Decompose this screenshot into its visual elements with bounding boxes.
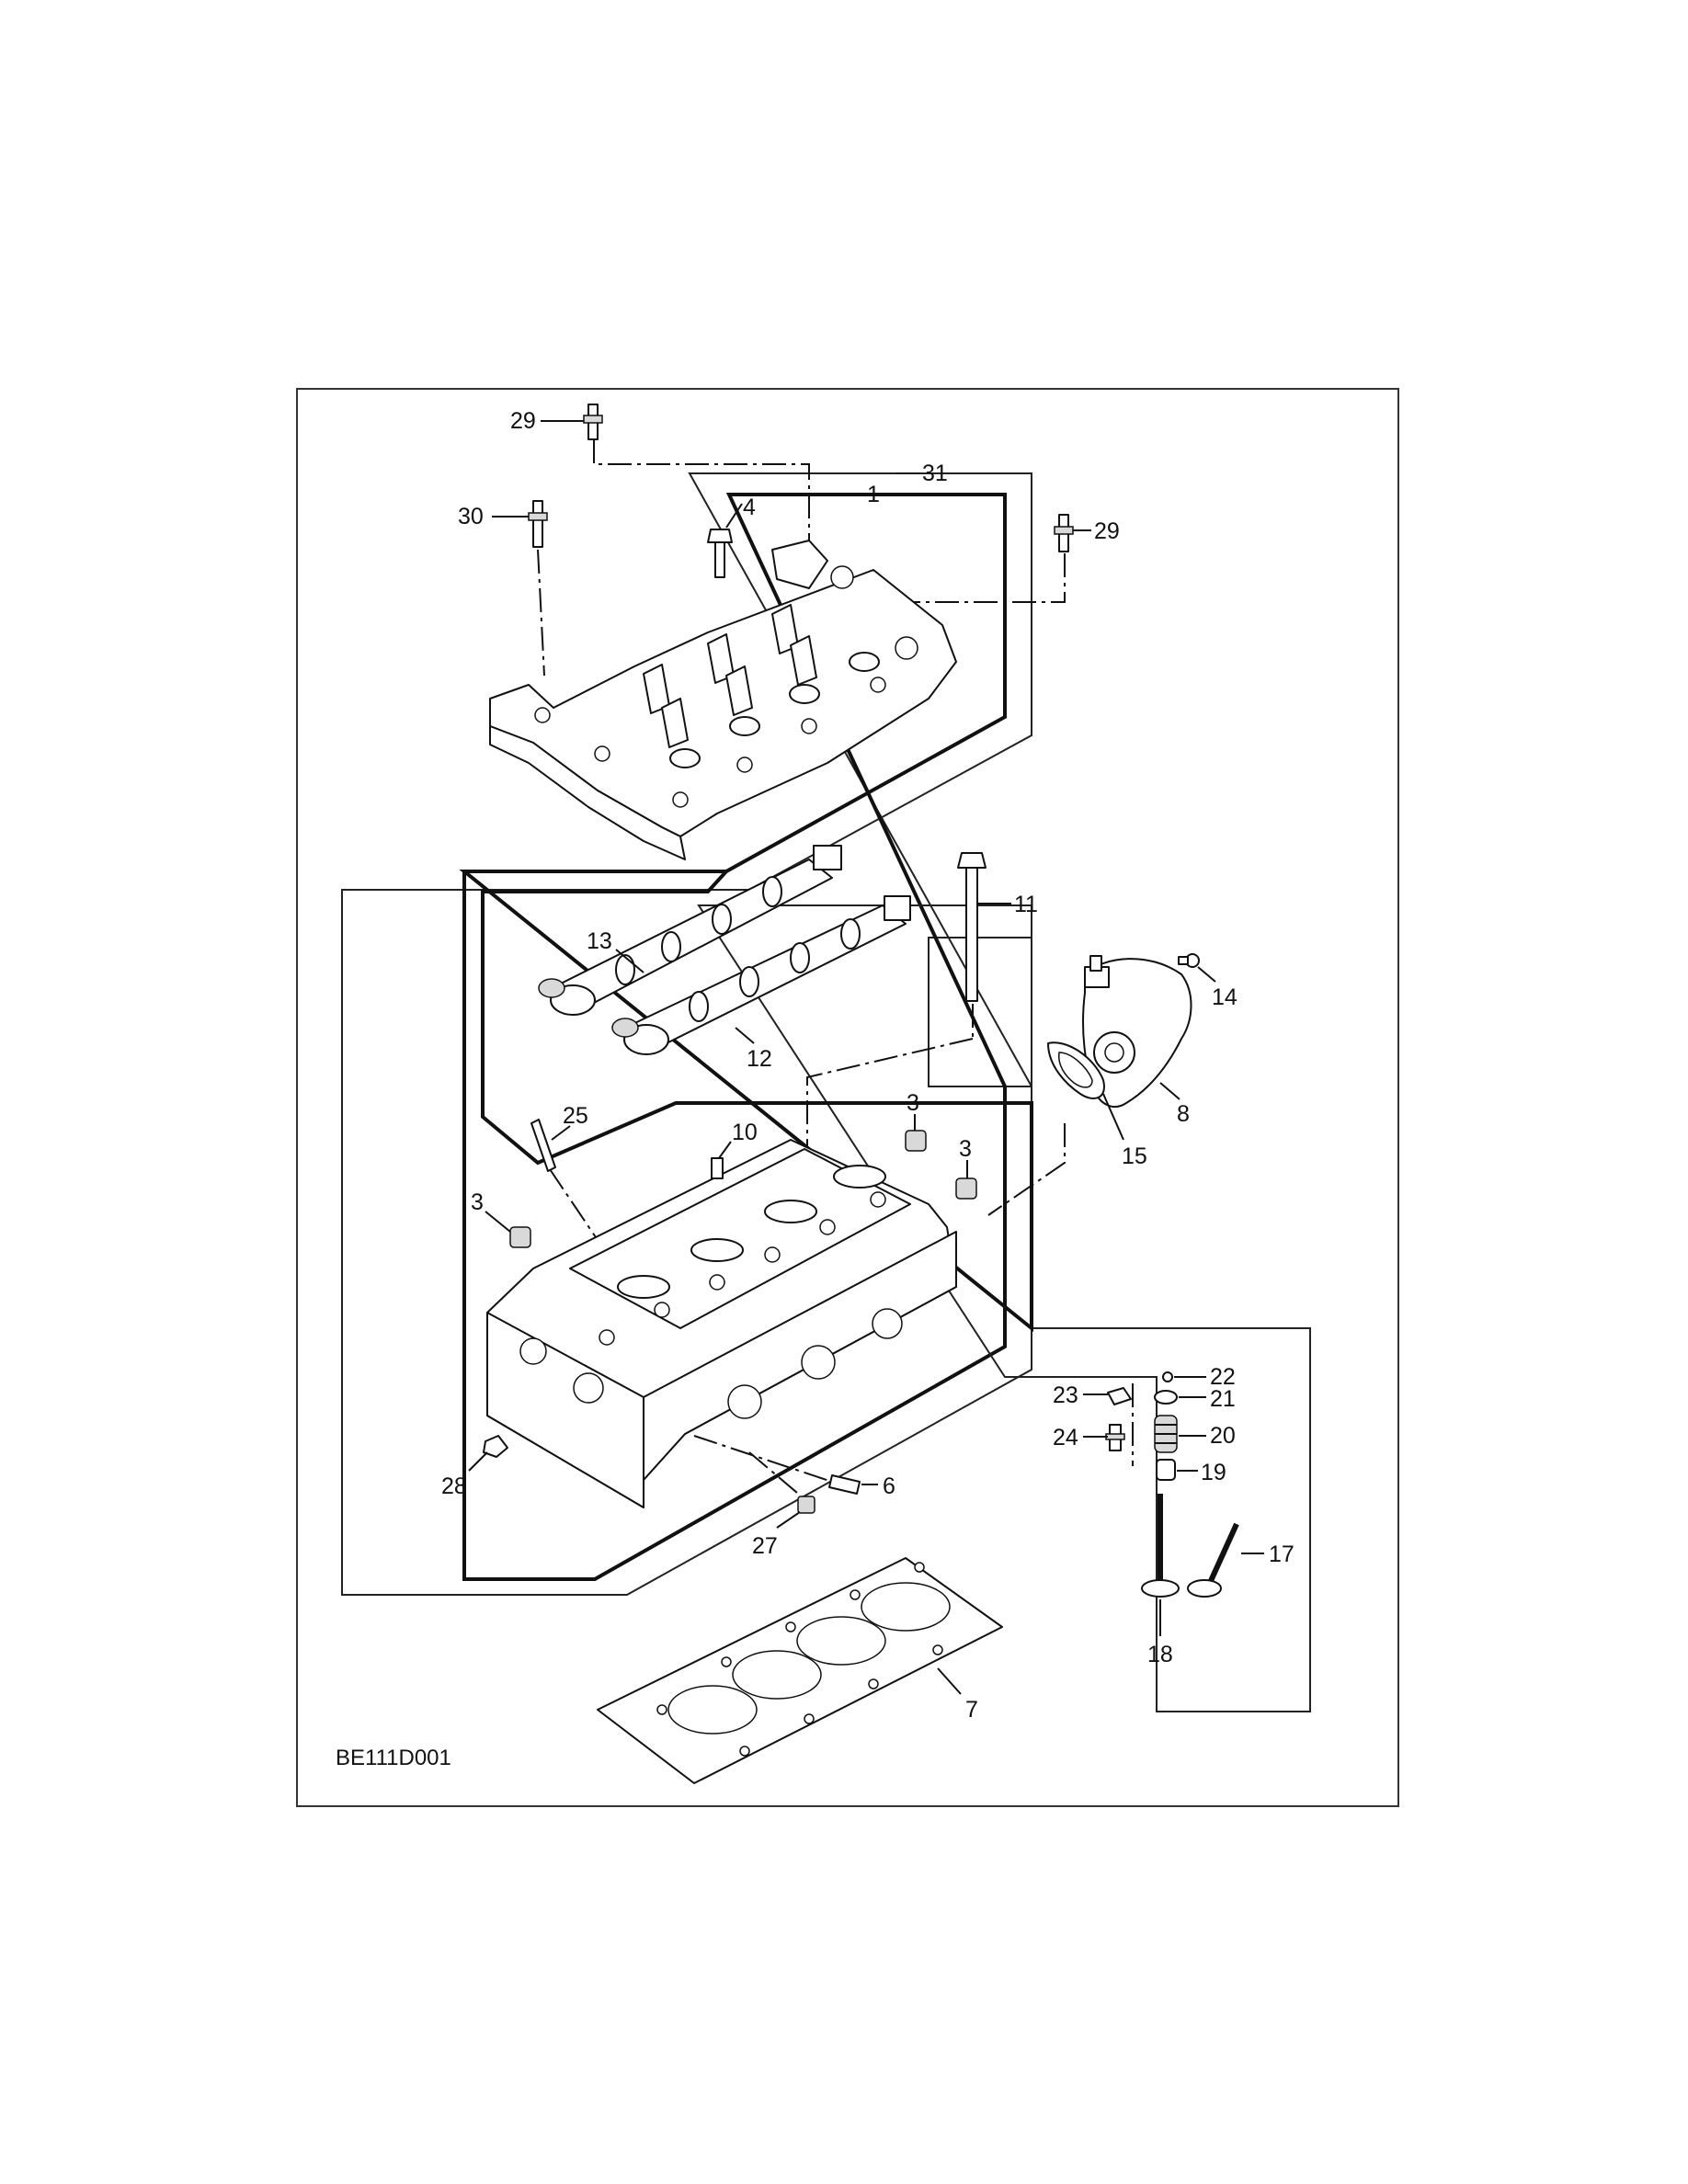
callout-29-right: 29 (1094, 518, 1120, 544)
dash-leader-6 (693, 1435, 833, 1483)
callout-3-c: 3 (471, 1189, 484, 1215)
group-outline-1 (462, 493, 1007, 1581)
callout-25: 25 (563, 1103, 588, 1129)
camshaft-13 (538, 845, 842, 1016)
callout-10: 10 (732, 1120, 758, 1145)
valve-collet-22 (1162, 1371, 1173, 1382)
leader-4 (725, 503, 743, 529)
callout-28: 28 (441, 1473, 467, 1499)
drawing-reference-code: BE111D001 (336, 1746, 451, 1770)
callout-30: 30 (458, 504, 484, 529)
callout-17: 17 (1269, 1541, 1295, 1567)
dash-leader-15 (987, 1123, 1066, 1216)
head-gasket-7 (597, 1557, 1003, 1784)
stud-29-left (583, 404, 603, 440)
stud-29-right (1054, 514, 1074, 552)
group-outline-head (697, 904, 1311, 1712)
leader-25 (551, 1125, 571, 1141)
valve-seal-19 (1156, 1459, 1176, 1481)
bolt-11 (957, 852, 987, 1002)
callout-18: 18 (1147, 1642, 1173, 1667)
drawing-frame (296, 388, 1399, 1807)
pin-10 (711, 1157, 724, 1179)
callout-22: 22 (1210, 1364, 1236, 1390)
plug-28 (483, 1435, 508, 1458)
callout-19: 19 (1201, 1460, 1226, 1485)
sleeve-3-b (955, 1177, 977, 1200)
camshaft-carrier-part (489, 540, 957, 860)
dash-leader-30 (537, 549, 545, 677)
callout-14: 14 (1212, 984, 1237, 1010)
leader-13 (615, 949, 644, 973)
callout-13: 13 (587, 928, 612, 954)
stud-6 (828, 1474, 861, 1495)
callout-23: 23 (1053, 1382, 1078, 1408)
callout-4: 4 (743, 495, 756, 520)
leader-10 (718, 1141, 732, 1159)
dash-leader-27 (748, 1451, 810, 1504)
callout-15: 15 (1122, 1143, 1147, 1169)
callout-24: 24 (1053, 1425, 1078, 1450)
callout-1: 1 (867, 482, 880, 507)
callout-3-b: 3 (959, 1136, 972, 1162)
bolt-4 (707, 529, 733, 578)
inlet-valve-18 (1141, 1494, 1180, 1598)
callout-31: 31 (922, 461, 948, 486)
dash-leader-25 (549, 1168, 600, 1244)
callout-7: 7 (965, 1697, 978, 1723)
callout-6: 6 (883, 1473, 895, 1499)
callout-12: 12 (747, 1046, 772, 1072)
vacuum-pump-gasket-15 (1047, 1041, 1105, 1099)
callout-20: 20 (1210, 1423, 1236, 1449)
dowel-25 (530, 1119, 556, 1172)
sleeve-3-a (905, 1130, 927, 1152)
valve-spring-20 (1154, 1415, 1178, 1453)
leader-8 (1159, 1082, 1180, 1100)
callout-29-left: 29 (510, 408, 536, 434)
callout-3-a: 3 (907, 1090, 919, 1116)
group-outline-31 (341, 472, 1032, 1596)
camshaft-12 (611, 895, 911, 1055)
plug-27 (797, 1496, 815, 1514)
valve-part-23 (1107, 1387, 1132, 1405)
callout-8: 8 (1177, 1101, 1190, 1127)
bolt-14 (1178, 953, 1200, 968)
callout-11: 11 (1014, 892, 1038, 917)
callout-27: 27 (752, 1533, 778, 1559)
sleeve-3-c (509, 1226, 531, 1248)
leader-14 (1197, 966, 1216, 983)
group-outline-camshafts (459, 870, 1033, 1333)
stud-30 (528, 500, 548, 548)
valve-part-24 (1105, 1424, 1125, 1451)
leader-12 (735, 1027, 755, 1044)
spring-retainer-21 (1154, 1390, 1178, 1405)
callout-21: 21 (1210, 1386, 1236, 1412)
leader-15 (1102, 1093, 1124, 1141)
leader-3c (485, 1211, 511, 1233)
leader-28 (468, 1451, 488, 1472)
dash-leader-29-left (593, 439, 810, 570)
leader-7 (937, 1667, 962, 1695)
leader-27 (776, 1511, 801, 1529)
exhaust-valve-17 (1187, 1522, 1239, 1598)
cylinder-head-part (486, 1139, 957, 1508)
